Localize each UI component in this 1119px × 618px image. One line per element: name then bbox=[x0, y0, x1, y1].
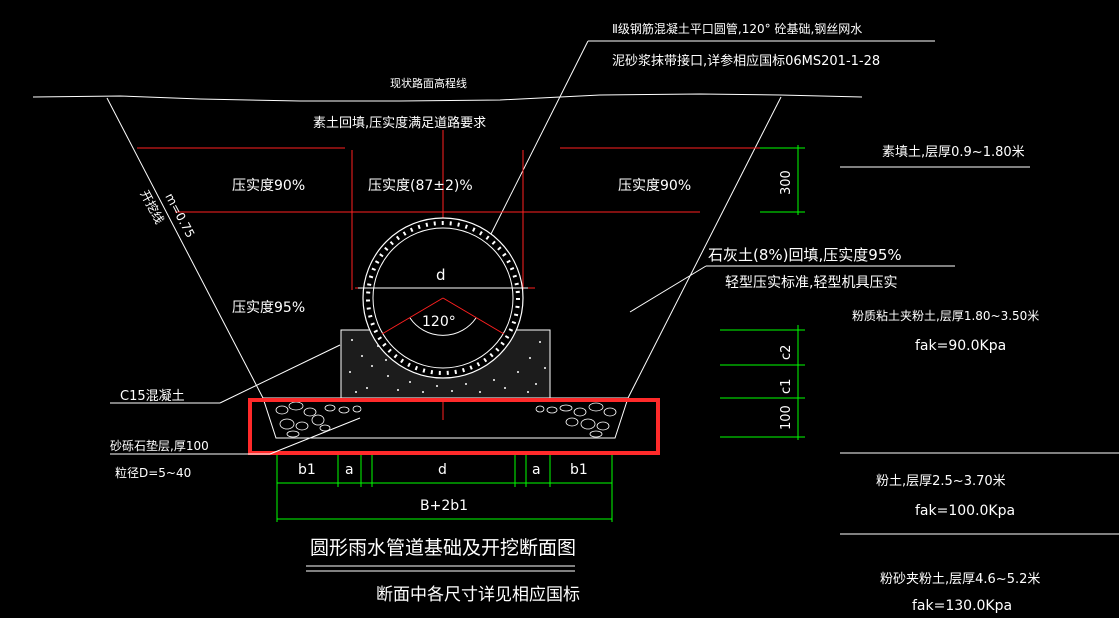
soil-layer-4: 粉砂夹粉土,层厚4.6~5.2米 bbox=[880, 572, 1040, 587]
compact-left-90: 压实度90% bbox=[232, 178, 305, 194]
road-surface-line bbox=[32, 93, 863, 102]
gravel-pebbles bbox=[275, 401, 617, 438]
pipe-spec-1: Ⅱ级钢筋混凝土平口圆管,120° 砼基础,钢丝网水 bbox=[612, 21, 862, 36]
drawing-subtitle: 断面中各尺寸详见相应国标 bbox=[376, 585, 580, 605]
soil-layer-2: 粉质粘土夹粉土,层厚1.80~3.50米 bbox=[852, 308, 1039, 323]
pipe-wall-hatch bbox=[366, 221, 520, 375]
bottom-dimension-lines bbox=[276, 455, 613, 522]
right-dimension-lines bbox=[720, 145, 805, 440]
dim-a-left: a bbox=[345, 462, 354, 478]
cradle-angle-line bbox=[381, 297, 444, 335]
lime-leader bbox=[629, 265, 707, 313]
soil-layer-4-fak: fak=130.0Kpa bbox=[912, 598, 1012, 614]
pipe-spec-leader bbox=[489, 40, 589, 237]
backfill-label: 素土回填,压实度满足道路要求 bbox=[313, 115, 486, 131]
soil-layer-1: 素填土,层厚0.9~1.80米 bbox=[882, 145, 1025, 160]
lime-fill-2: 轻型压实标准,轻型机具压实 bbox=[725, 275, 897, 291]
soil-layer-3-fak: fak=100.0Kpa bbox=[915, 503, 1015, 519]
excavation-line-right bbox=[627, 96, 782, 399]
compact-95: 压实度95% bbox=[232, 300, 305, 316]
dim-c2: c2 bbox=[779, 345, 794, 360]
pipe-inner bbox=[372, 227, 514, 369]
dim-100: 100 bbox=[779, 405, 794, 430]
gravel-leader bbox=[269, 417, 361, 455]
soil-layer-2-fak: fak=90.0Kpa bbox=[915, 338, 1006, 354]
dim-300: 300 bbox=[779, 170, 794, 195]
pipe-spec-2: 泥砂浆抹带接口,详参相应国标06MS201-1-28 bbox=[612, 53, 880, 69]
pipe-diameter-label: d bbox=[436, 266, 446, 284]
cradle-angle-line bbox=[442, 297, 505, 335]
soil-layer-3: 粉土,层厚2.5~3.70米 bbox=[876, 474, 1006, 489]
angle-label: 120° bbox=[422, 314, 456, 330]
highlight-box bbox=[248, 398, 660, 455]
c15-label: C15混凝土 bbox=[120, 388, 185, 404]
drawing-title: 圆形雨水管道基础及开挖断面图 bbox=[310, 537, 576, 559]
compact-mid: 压实度(87±2)% bbox=[368, 178, 473, 194]
gravel-label-1: 砂砾石垫层,厚100 bbox=[110, 438, 209, 453]
road-line-label: 现状路面高程线 bbox=[390, 76, 467, 90]
dim-a-right: a bbox=[532, 462, 541, 478]
dim-d: d bbox=[438, 462, 447, 478]
compact-right-90: 压实度90% bbox=[618, 178, 691, 194]
concrete-stipple bbox=[349, 339, 546, 393]
dim-b1-left: b1 bbox=[298, 462, 316, 478]
dim-total: B+2b1 bbox=[420, 498, 468, 514]
angle-arc bbox=[409, 317, 477, 336]
slope-label: 开挖线 bbox=[137, 187, 167, 226]
dim-b1-right: b1 bbox=[570, 462, 588, 478]
lime-fill-1: 石灰土(8%)回填,压实度95% bbox=[708, 246, 902, 264]
c15-leader bbox=[219, 344, 341, 404]
gravel-label-2: 粒径D=5~40 bbox=[115, 465, 191, 480]
dim-c1: c1 bbox=[779, 379, 794, 394]
excavation-line-left bbox=[106, 97, 264, 399]
